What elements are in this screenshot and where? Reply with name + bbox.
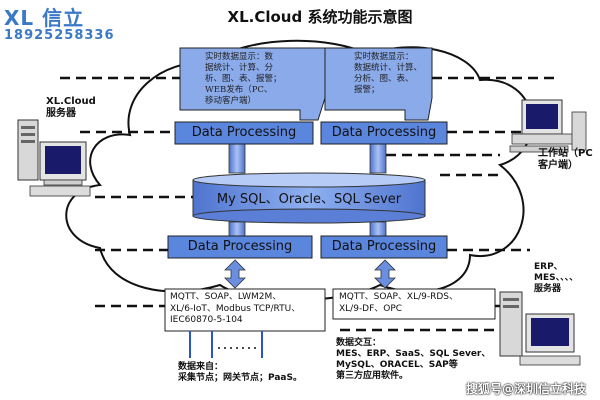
bubble-right-line: 实时数据显示： bbox=[354, 52, 414, 62]
bubble-right-text: 实时数据显示： 数据统计、计算、 分析、图、表、 报警； bbox=[354, 52, 432, 96]
workstation-computer-icon bbox=[509, 99, 587, 153]
data-exchange-line: MySQL、ORACEL、SAP等 bbox=[336, 360, 458, 370]
watermark: 搜狐号@深圳信立科技 bbox=[465, 382, 586, 396]
dp-box-lower-right bbox=[320, 235, 448, 259]
dp-label-upper-left: Data Processing bbox=[191, 125, 297, 140]
erp-server-icon bbox=[499, 291, 581, 366]
protocol-right-line: MQTT、SOAP、XL/9-RDS、 bbox=[339, 292, 458, 302]
workstation-connectors bbox=[386, 76, 560, 177]
callout-bubble-right bbox=[324, 47, 433, 121]
data-exchange-line: 数据交互： bbox=[336, 338, 382, 348]
data-source-text: 数据来自： 采集节点；网关节点；PaaS。 bbox=[178, 362, 302, 384]
workstation-label-line-1: 工作站（PC bbox=[538, 148, 593, 159]
bubble-left-line: 据统计、计算、分 bbox=[205, 63, 274, 73]
protocol-left-line: XL/6-IoT、Modbus TCP/RTU、 bbox=[170, 303, 301, 314]
data-source-line: 采集节点；网关节点；PaaS。 bbox=[178, 373, 302, 383]
erp-label-line-3: 服务器 bbox=[534, 284, 562, 294]
protocol-box-left bbox=[164, 288, 326, 332]
dp-label-lower-right: Data Processing bbox=[331, 239, 437, 254]
pipe-upper-left bbox=[228, 142, 246, 174]
erp-label-line-2: MES、、、、 bbox=[534, 273, 579, 283]
dp-box-lower-left bbox=[167, 235, 313, 259]
workstation-label-line-2: 客户端） bbox=[538, 160, 578, 171]
database-bottom bbox=[192, 208, 426, 224]
server-label-line-2: 服务器 bbox=[46, 108, 76, 119]
protocol-right-line: XL/9-DF、OPC bbox=[339, 303, 403, 314]
xl-cloud-server-icon bbox=[17, 119, 91, 197]
double-arrow-right bbox=[374, 259, 396, 289]
bubble-left-text: 实时数据显示：数 据统计、计算、分 析、图、表、报警； WEB发布（PC、 移动… bbox=[205, 52, 323, 107]
protocol-left-line: MQTT、SOAP、LWM2M、 bbox=[170, 292, 282, 302]
bubble-left-line: 析、图、表、报警； bbox=[205, 74, 282, 84]
bubble-left-line: WEB发布（PC、 bbox=[205, 85, 273, 95]
bubble-right-line: 分析、图、表、 bbox=[354, 74, 414, 84]
protocol-box-right bbox=[332, 288, 496, 320]
server-label: XL.Cloud 服务器 bbox=[46, 96, 96, 120]
dp-box-upper-left bbox=[174, 121, 314, 145]
brand-phone: 18925258336 bbox=[4, 28, 115, 43]
erp-server-label: ERP、 MES、、、、 服务器 bbox=[534, 262, 578, 295]
database-top bbox=[192, 172, 426, 188]
diagram-title: XL.Cloud 系统功能示意图 bbox=[227, 8, 413, 26]
data-exchange-line: 第三方应用软件。 bbox=[336, 371, 409, 381]
server-connectors bbox=[60, 76, 193, 308]
protocols-right: MQTT、SOAP、XL/9-RDS、 XL/9-DF、OPC bbox=[339, 292, 494, 315]
dp-label-upper-right: Data Processing bbox=[331, 125, 437, 140]
workstation-label: 工作站（PC 客户端） bbox=[538, 148, 593, 172]
data-source-line: 数据来自： bbox=[178, 362, 224, 372]
server-label-line-1: XL.Cloud bbox=[46, 96, 96, 107]
erp-label-line-1: ERP、 bbox=[534, 262, 563, 272]
bubble-left-line: 移动客户端） bbox=[205, 96, 257, 106]
brand-logo: XL 信立 bbox=[4, 6, 85, 30]
data-exchange-line: MES、ERP、SaaS、SQL Sever、 bbox=[336, 349, 491, 359]
data-exchange-text: 数据交互： MES、ERP、SaaS、SQL Sever、 MySQL、ORAC… bbox=[336, 338, 490, 382]
double-arrow-left bbox=[224, 259, 246, 289]
bubble-right-line: 数据统计、计算、 bbox=[354, 63, 423, 73]
dp-label-lower-left: Data Processing bbox=[187, 239, 293, 254]
protocols-left: MQTT、SOAP、LWM2M、 XL/6-IoT、Modbus TCP/RTU… bbox=[170, 292, 325, 327]
erp-connectors bbox=[340, 248, 530, 332]
pipe-upper-right bbox=[369, 142, 387, 174]
bubble-right-line: 报警； bbox=[354, 85, 380, 95]
bubble-left-line: 实时数据显示：数 bbox=[205, 52, 274, 62]
database-label: My SQL、Oracle、SQL Sever bbox=[216, 192, 402, 207]
protocol-left-line: IEC60870-5-104 bbox=[170, 315, 243, 325]
